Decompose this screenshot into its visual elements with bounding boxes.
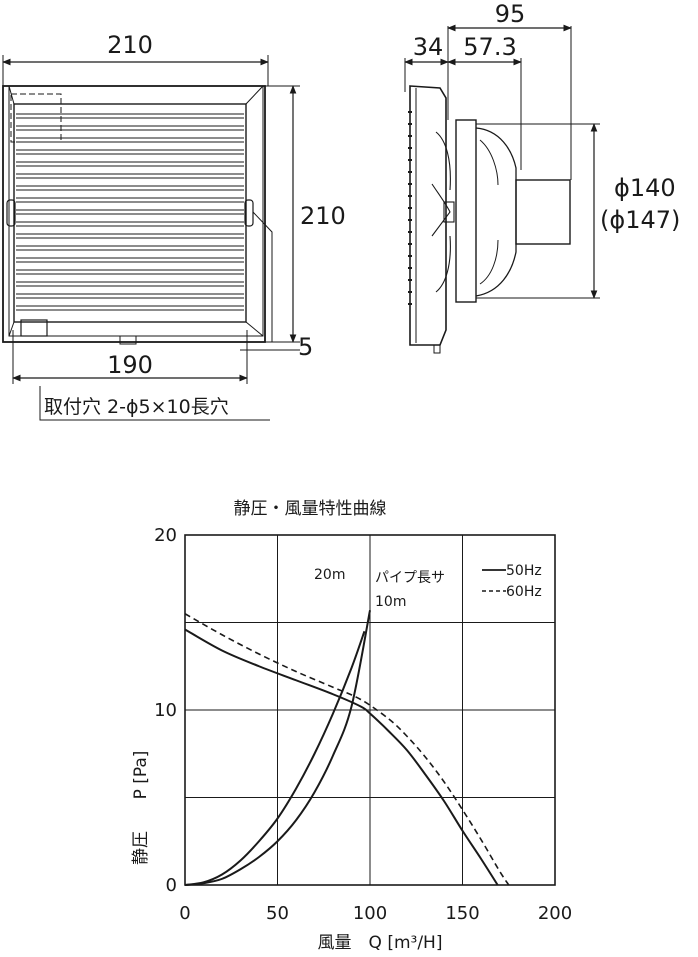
x-tick-label: 150 (445, 903, 479, 924)
x-tick-labels: 0 50 100 150 200 (179, 903, 572, 924)
front-width-dimension: 210 (107, 31, 153, 59)
duct-diameter-alt-dimension: (ϕ147) (600, 206, 680, 234)
legend-60hz-label: 60Hz (506, 584, 542, 600)
chart-legend: 50Hz 60Hz (482, 563, 542, 600)
hole-pitch-dimension: 190 (107, 351, 153, 379)
series-line-20m (184, 630, 366, 886)
duct-diameter-dimension: ϕ140 (614, 174, 676, 202)
x-tick-label: 200 (538, 903, 572, 924)
pressure-flow-chart: 静圧・風量特性曲線 0 50 100 150 200 0 10 20 風量 Q [m³/H]… (131, 499, 572, 953)
x-axis-label: 風量 Q [m³/H] (318, 933, 443, 953)
annotation-pipe-length: パイプ長サ (375, 570, 445, 586)
y-tick-label: 0 (166, 875, 177, 896)
front-depth-dimension: 34 (413, 33, 444, 61)
chart-title: 静圧・風量特性曲線 (234, 499, 387, 519)
y-tick-label: 20 (154, 525, 177, 546)
y-tick-label: 10 (154, 700, 177, 721)
legend-50hz-label: 50Hz (506, 563, 542, 579)
y-axis-label-bottom: 静圧 (131, 831, 151, 865)
rear-depth-dimension: 57.3 (463, 33, 516, 61)
mounting-hole-note: 取付穴 2-ϕ5×10長穴 (44, 396, 229, 418)
annotation-20m: 20m (314, 567, 345, 583)
x-tick-label: 0 (179, 903, 190, 924)
y-axis-label-top: P [Pa] (131, 751, 151, 800)
side-view-drawing: 95 34 57.3 (404, 0, 680, 354)
total-depth-dimension: 95 (495, 0, 526, 28)
series-line-60hz (184, 613, 510, 886)
x-tick-label: 50 (266, 903, 289, 924)
plot-frame (184, 534, 556, 886)
annotation-10m: 10m (375, 594, 406, 610)
front-view-drawing: 210 (2, 31, 346, 421)
x-tick-label: 100 (353, 903, 387, 924)
front-height-dimension: 210 (300, 202, 346, 230)
series-line-50hz (184, 628, 499, 886)
bottom-offset-dimension: 5 (298, 333, 313, 361)
chart-grid (185, 535, 555, 885)
y-tick-labels: 0 10 20 (154, 525, 177, 896)
louver-slats (16, 113, 244, 311)
series-line-10m (184, 610, 371, 886)
